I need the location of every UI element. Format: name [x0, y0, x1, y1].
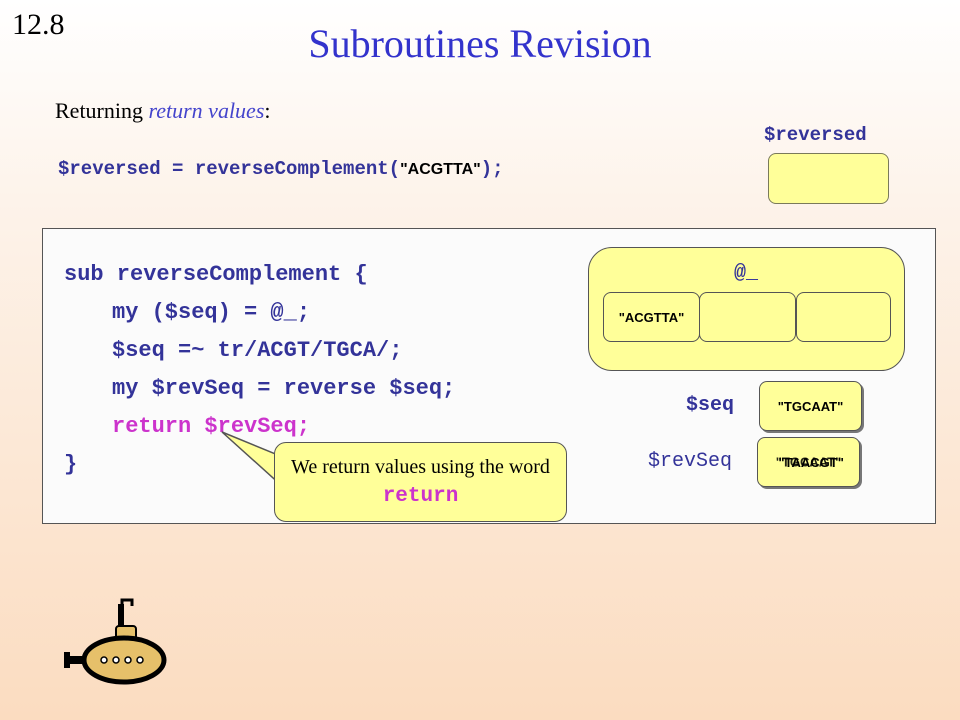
code-line-3: $seq =~ tr/ACGT/TGCA/; [112, 338, 403, 363]
code-block: sub reverseComplement { my ($seq) = @_; … [64, 256, 455, 484]
call-code-before: $reversed = reverseComplement( [58, 158, 401, 180]
callout-keyword: return [382, 485, 459, 508]
revseq-var-box: "TGCAAT" "TAACGT" [757, 437, 860, 487]
call-string-arg: "ACGTTA" [400, 161, 481, 178]
slide-title: Subroutines Revision [308, 21, 652, 66]
code-line-1: sub reverseComplement { [64, 262, 368, 287]
slide-number: 12.8 [12, 8, 65, 41]
seq-var-label: $seq [686, 394, 735, 417]
revseq-var-label: $revSeq [648, 450, 733, 473]
args-array-label: @_ [734, 262, 759, 285]
call-code-after: ); [480, 158, 504, 180]
reversed-var-label: $reversed [764, 124, 867, 146]
code-line-5-return: return $revSeq; [112, 414, 311, 439]
submarine-icon [64, 598, 167, 685]
args-array-cell-2 [796, 292, 891, 342]
call-line: $reversed = reverseComplement("ACGTTA"); [58, 158, 504, 180]
seq-var-box: "TGCAAT" [759, 381, 862, 431]
subtitle: Returning return values: [55, 98, 271, 124]
seq-var-value: "TGCAAT" [777, 398, 844, 414]
callout-text: We return values using the word [291, 456, 550, 478]
code-line-2: my ($seq) = @_; [112, 300, 311, 325]
subtitle-suffix: : [264, 98, 271, 123]
callout-note: We return values using the word return [274, 442, 567, 522]
subtitle-prefix: Returning [55, 98, 149, 123]
revseq-value-new: "TAACGT" [778, 454, 844, 470]
args-array-cell-1 [699, 292, 796, 342]
revseq-overlapping-values: "TGCAAT" "TAACGT" [764, 452, 854, 472]
subtitle-emphasis: return values [148, 98, 265, 123]
code-line-4: my $revSeq = reverse $seq; [112, 376, 456, 401]
code-line-6: } [64, 452, 78, 477]
reversed-var-box [768, 153, 889, 204]
args-array-cell-0: "ACGTTA" [603, 292, 700, 342]
revseq-value-old: "TGCAAT" [775, 454, 842, 470]
